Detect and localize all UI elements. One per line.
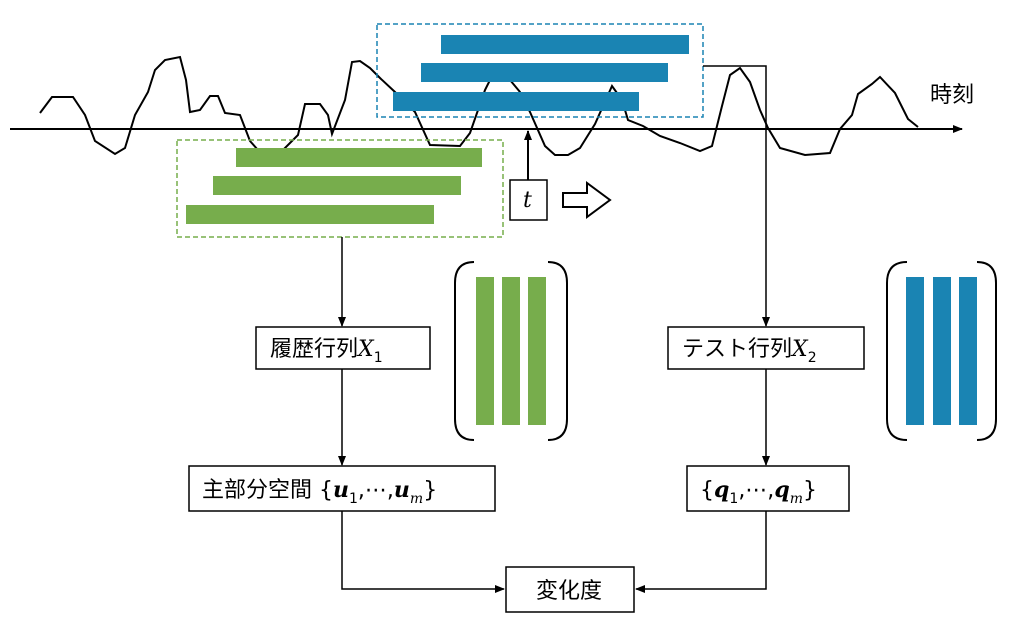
test-matrix-label: テスト行列X2 (682, 337, 817, 366)
principal-subspace-label: 主部分空間 {u1,⋯,um} (202, 477, 437, 507)
hollow-right-arrow-icon (562, 181, 612, 219)
test-subspace-label: {q1,⋯,qm} (700, 477, 817, 507)
test-subspace-box (686, 465, 850, 512)
test-bar-2 (421, 63, 668, 82)
time-axis-label: 時刻 (930, 83, 974, 108)
history-bar-1 (236, 148, 482, 167)
principal-subspace-box (188, 465, 496, 512)
arrow-test-subspace-to-change (635, 511, 767, 593)
test-matrix-left-bracket (886, 261, 908, 441)
history-matrix-column-1 (476, 277, 494, 425)
test-window-frame (376, 23, 704, 118)
change-degree-box (505, 566, 635, 613)
history-matrix-box (255, 326, 431, 370)
test-bar-1 (441, 35, 689, 54)
test-matrix-column-3 (959, 277, 977, 425)
arrow-history-subspace-to-change (341, 511, 505, 593)
test-matrix-box (667, 326, 865, 370)
test-matrix-column-1 (906, 277, 924, 425)
test-matrix-right-bracket (976, 261, 997, 441)
history-bar-2 (213, 176, 461, 195)
test-bar-3 (393, 92, 639, 111)
arrow-test-to-matrix (703, 65, 770, 327)
history-window-frame (176, 139, 504, 238)
history-bar-3 (186, 205, 434, 224)
test-matrix-column-2 (933, 277, 951, 425)
change-degree-label: 変化度 (536, 579, 602, 604)
history-matrix-left-bracket (454, 261, 475, 441)
history-matrix-column-2 (502, 277, 520, 425)
history-matrix-column-3 (528, 277, 546, 425)
t-box (509, 179, 548, 221)
history-matrix-right-bracket (547, 261, 568, 441)
history-matrix-label: 履歴行列X1 (270, 337, 383, 366)
t-label: t (523, 188, 532, 213)
